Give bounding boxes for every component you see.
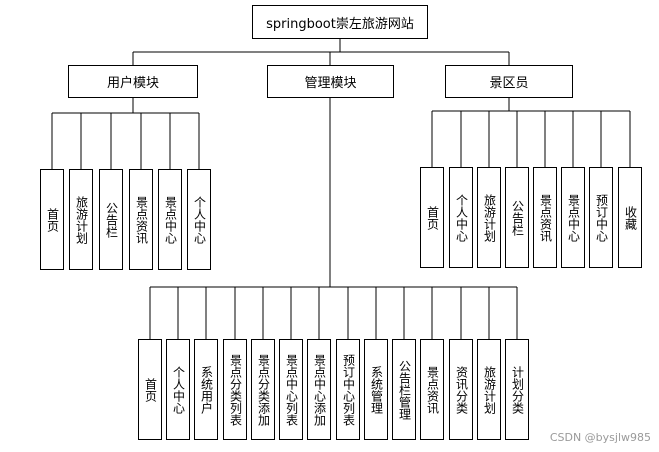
module-admin-box: 管理模块 xyxy=(267,65,394,98)
staff-child-scenic-news: 景点资讯 xyxy=(533,167,557,268)
watermark: CSDN @bysjlw985 xyxy=(549,431,651,444)
admin-child-home: 首页 xyxy=(138,339,162,440)
user-child-scenic-center: 景点中心 xyxy=(158,169,182,270)
user-child-home: 首页 xyxy=(40,169,64,270)
admin-child-news-category: 资讯分类 xyxy=(449,339,473,440)
staff-child-home: 首页 xyxy=(420,167,444,268)
staff-child-favorites: 收藏 xyxy=(618,167,642,268)
admin-child-notice-management: 公告栏管理 xyxy=(392,339,416,440)
user-child-notice: 公告栏 xyxy=(99,169,123,270)
staff-child-scenic-center: 景点中心 xyxy=(561,167,585,268)
admin-child-scenic-category-list: 景点分类列表 xyxy=(223,339,247,440)
root-box: springboot崇左旅游网站 xyxy=(252,5,428,39)
staff-child-personal-center: 个人中心 xyxy=(449,167,473,268)
staff-child-booking-center: 预订中心 xyxy=(589,167,613,268)
module-user-box: 用户模块 xyxy=(68,65,198,98)
admin-child-scenic-news: 景点资讯 xyxy=(420,339,444,440)
module-staff-box: 景区员 xyxy=(445,65,573,98)
admin-child-travel-plan: 旅游计划 xyxy=(477,339,501,440)
admin-child-scenic-category-add: 景点分类添加 xyxy=(251,339,275,440)
staff-child-notice: 公告栏 xyxy=(505,167,529,268)
admin-child-scenic-center-list: 景点中心列表 xyxy=(279,339,303,440)
user-child-scenic-news: 景点资讯 xyxy=(129,169,153,270)
staff-child-travel-plan: 旅游计划 xyxy=(477,167,501,268)
admin-child-scenic-center-add: 景点中心添加 xyxy=(307,339,331,440)
admin-child-system-users: 系统用户 xyxy=(194,339,218,440)
admin-child-system-management: 系统管理 xyxy=(364,339,388,440)
admin-child-plan-category: 计划分类 xyxy=(505,339,529,440)
admin-child-booking-center-list: 预订中心列表 xyxy=(336,339,360,440)
admin-child-personal-center: 个人中心 xyxy=(166,339,190,440)
user-child-travel-plan: 旅游计划 xyxy=(69,169,93,270)
user-child-personal-center: 个人中心 xyxy=(187,169,211,270)
